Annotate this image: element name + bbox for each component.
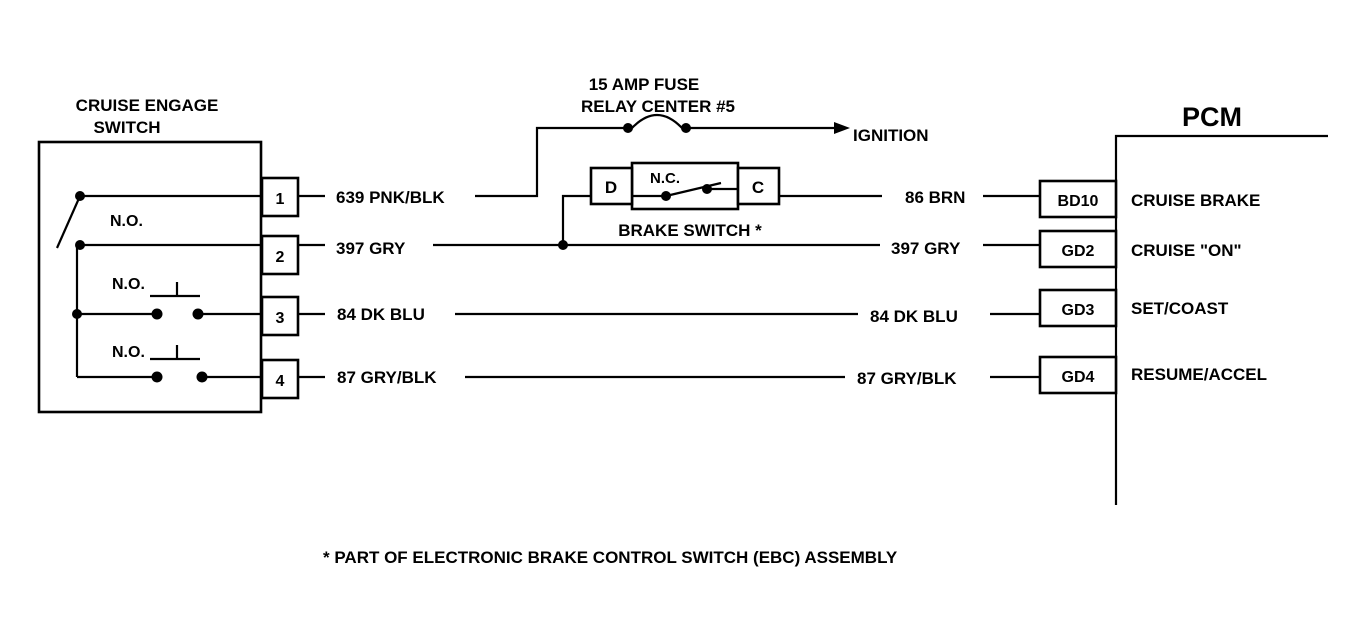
fuse-symbol [631, 114, 683, 129]
pcm-function-cruise-on: CRUISE "ON" [1131, 241, 1242, 260]
wire2-left-label: 397 GRY [336, 239, 406, 258]
wire3-right-label: 84 DK BLU [870, 307, 958, 326]
footnote: * PART OF ELECTRONIC BRAKE CONTROL SWITC… [323, 548, 898, 567]
switch-no-label-3: N.O. [112, 344, 145, 361]
brake-switch-label: BRAKE SWITCH * [618, 221, 762, 240]
wire1-right-label: 86 BRN [905, 188, 965, 207]
switch-title-line2: SWITCH [93, 118, 160, 137]
brake-switch-body [630, 161, 740, 211]
wire4-left-label: 87 GRY/BLK [337, 368, 437, 387]
switch-node [72, 309, 82, 319]
splice-node [558, 240, 568, 250]
fuse-label-line2: RELAY CENTER #5 [581, 97, 735, 116]
fuse-terminal [681, 123, 691, 133]
pcm-function-cruise-brake: CRUISE BRAKE [1131, 191, 1260, 210]
brake-d-to-wire2 [561, 194, 591, 245]
wire1-left-label: 639 PNK/BLK [336, 188, 445, 207]
switch-pin-2: 2 [276, 249, 285, 266]
switch-contact [192, 308, 204, 320]
pcm-pin-box-gd2 [1038, 229, 1118, 269]
switch-pin-box-4 [260, 358, 300, 400]
switch-pin-3: 3 [276, 310, 285, 327]
brake-terminal-d: D [605, 178, 617, 197]
switch-pin-1: 1 [276, 191, 285, 208]
switch-pin-4: 4 [276, 373, 285, 390]
wire3-left-label: 84 DK BLU [337, 305, 425, 324]
switch-pin-box-3 [260, 295, 300, 337]
fuse-label-line1: 15 AMP FUSE [589, 75, 700, 94]
brake-terminal-d-box [589, 166, 634, 206]
pcm-pin-box-gd4 [1038, 355, 1118, 395]
pcm: PCM BD10 GD2 GD3 GD4 CRUISE BRAKE CRUISE… [1038, 102, 1328, 505]
cruise-engage-switch: CRUISE ENGAGE SWITCH N.O. N.O. N.O. 1 2 … [37, 96, 300, 414]
brake-nc-label: N.C. [650, 170, 680, 187]
pcm-pin-box-bd10 [1038, 179, 1118, 219]
pcm-function-resume-accel: RESUME/ACCEL [1131, 365, 1267, 384]
pcm-function-set-coast: SET/COAST [1131, 299, 1229, 318]
pcm-pin-box-gd3 [1038, 288, 1118, 328]
switch-contact [151, 308, 163, 320]
pcm-pin-gd3: GD3 [1062, 302, 1095, 319]
brake-contact-arm [665, 181, 722, 198]
pcm-pin-bd10: BD10 [1058, 193, 1099, 210]
ignition-label: IGNITION [853, 126, 929, 145]
switch-contact [151, 371, 163, 383]
switch-body [37, 140, 263, 414]
pcm-title: PCM [1182, 102, 1242, 132]
ignition-arrow-icon [834, 122, 850, 134]
pcm-pin-gd4: GD4 [1062, 369, 1095, 386]
pcm-pin-gd2: GD2 [1062, 243, 1095, 260]
brake-switch: D C N.C. BRAKE SWITCH * [589, 161, 781, 240]
fuse-terminal [623, 123, 633, 133]
switch-pin-box-2 [260, 234, 300, 276]
wire4-right-label: 87 GRY/BLK [857, 369, 957, 388]
switch-title-line1: CRUISE ENGAGE [76, 96, 219, 115]
switch-no-label-1: N.O. [110, 213, 143, 230]
switch-no-label-2: N.O. [112, 276, 145, 293]
switch-arm [55, 195, 82, 249]
wire2-right-label: 397 GRY [891, 239, 961, 258]
brake-terminal-c-box [736, 166, 781, 206]
wire1-to-fuse [475, 126, 624, 198]
switch-contact [196, 371, 208, 383]
brake-terminal-c: C [752, 178, 764, 197]
